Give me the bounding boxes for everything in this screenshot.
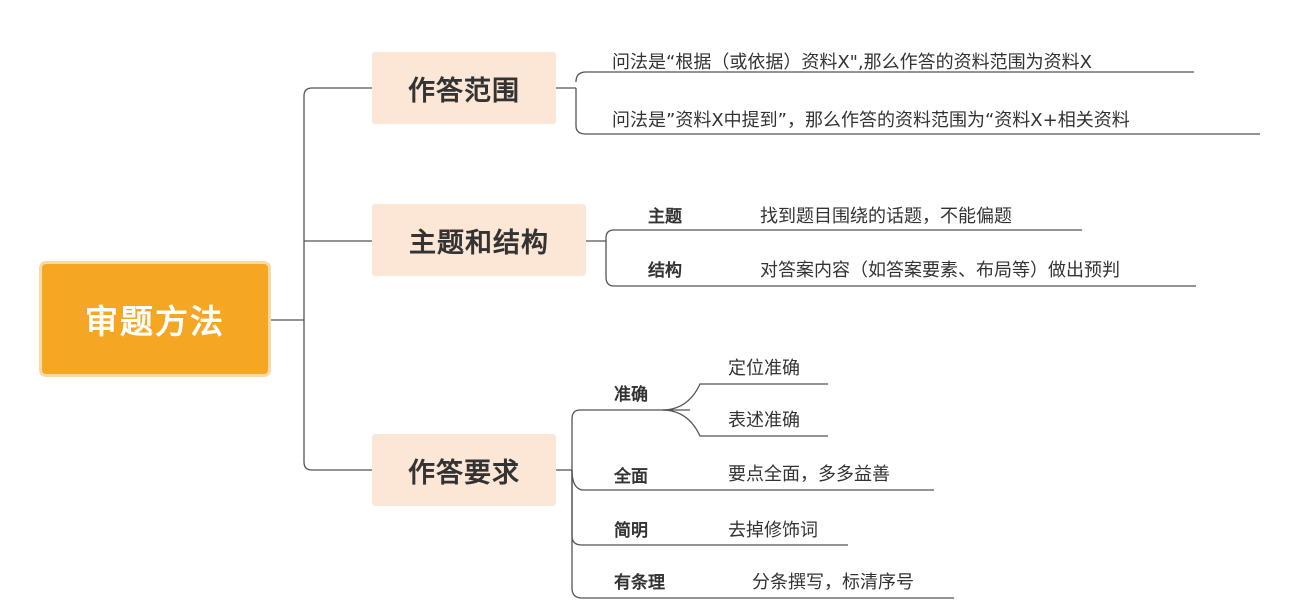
conciseness-text: 去掉修饰词 xyxy=(728,520,818,541)
branch-answer-requirements[interactable]: 作答要求 xyxy=(372,434,556,506)
branch-answer-requirements-label: 作答要求 xyxy=(408,457,520,489)
branch-answer-scope[interactable]: 作答范围 xyxy=(372,52,556,124)
structure-label: 结构 xyxy=(648,261,682,281)
topic-label: 主题 xyxy=(648,207,682,227)
completeness-label: 全面 xyxy=(614,467,648,487)
root-label: 审题方法 xyxy=(85,302,225,341)
accuracy-label: 准确 xyxy=(614,385,648,405)
root-node[interactable]: 审题方法 xyxy=(42,264,268,374)
branch-topic-structure[interactable]: 主题和结构 xyxy=(372,204,586,276)
branch3-jm xyxy=(571,470,848,546)
conciseness-label: 简明 xyxy=(614,521,648,541)
structure-text: 对答案内容（如答案要素、布局等）做出预判 xyxy=(760,260,1120,281)
accuracy-child-2: 表述准确 xyxy=(728,410,800,431)
branch2-bracket xyxy=(605,229,1196,287)
branch3-bracket xyxy=(571,409,954,599)
accuracy-child-1: 定位准确 xyxy=(728,358,800,379)
completeness-text: 要点全面，多多益善 xyxy=(728,464,890,485)
topic-text: 找到题目围绕的话题，不能偏题 xyxy=(760,206,1012,227)
organized-text: 分条撰写，标清序号 xyxy=(752,572,914,593)
answer-scope-item-2: 问法是”资料X中提到”，那么作答的资料范围为“资料X+相关资料 xyxy=(612,110,1130,131)
branch1-bracket xyxy=(575,71,1260,135)
zhunque-fork xyxy=(661,383,828,437)
branch-answer-scope-label: 作答范围 xyxy=(408,75,520,107)
answer-scope-item-1: 问法是“根据（或依据）资料X",那么作答的资料范围为资料X xyxy=(612,52,1092,73)
trunk-line xyxy=(303,87,372,471)
branch-topic-structure-label: 主题和结构 xyxy=(409,227,549,259)
organized-label: 有条理 xyxy=(614,573,665,593)
